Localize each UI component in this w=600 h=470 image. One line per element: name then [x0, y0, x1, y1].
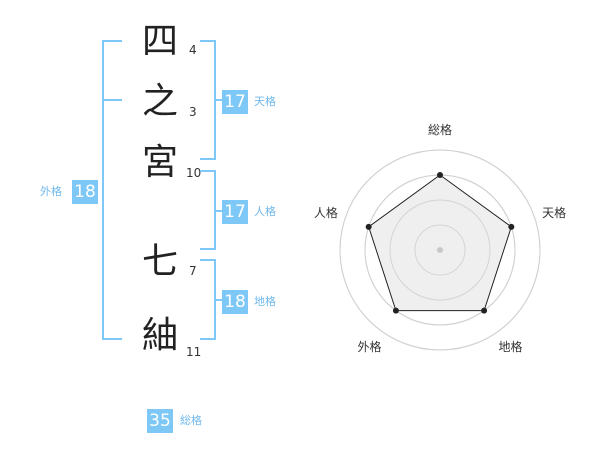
radar-area: [368, 174, 512, 312]
tenkaku-bracket-tick: [214, 99, 222, 101]
tenkaku-value: 17: [222, 90, 248, 114]
kanji-5: 紬: [141, 315, 178, 356]
radar-grid-ring-overlay: [339, 149, 541, 351]
radar-point-3: [481, 307, 488, 314]
jinkaku-label: 人格: [254, 205, 276, 218]
gaikaku-label: 外格: [40, 185, 62, 198]
radar-point-5: [365, 223, 372, 230]
jinkaku-value: 17: [222, 200, 248, 224]
gaikaku-value: 18: [72, 180, 98, 204]
radar-point-4: [392, 307, 399, 314]
stroke-count-2: 3: [189, 105, 197, 119]
stroke-count-4: 7: [189, 264, 197, 278]
radar-axis-label-1: 総格: [428, 122, 452, 137]
soukaku-label: 総格: [180, 414, 202, 427]
kanji-1: 四: [141, 21, 178, 62]
radar-grid-ring-overlay: [414, 224, 466, 276]
radar-point-2: [508, 223, 515, 230]
radar-axis-label-4: 外格: [357, 339, 381, 354]
chikaku-value: 18: [222, 290, 248, 314]
radar-axis-label-2: 天格: [542, 205, 566, 220]
stroke-count-3: 10: [186, 166, 202, 180]
stroke-count-5: 11: [186, 345, 202, 359]
radar-grid-ring-overlay: [389, 199, 491, 301]
radar-center-dot: [437, 247, 443, 253]
stroke-count-1: 4: [189, 43, 197, 57]
tenkaku-label: 天格: [254, 95, 276, 108]
radar-point-1: [437, 172, 443, 178]
gaikaku-bracket-tick: [102, 99, 122, 101]
soukaku-value: 35: [147, 409, 173, 433]
radar-axis-label-5: 人格: [314, 205, 338, 220]
kanji-4: 七: [141, 241, 178, 282]
kanji-3: 宮: [141, 142, 178, 183]
radar-axis-label-3: 地格: [499, 339, 523, 354]
gaikaku-bracket: [102, 40, 122, 340]
jinkaku-bracket-tick: [214, 210, 222, 212]
chikaku-label: 地格: [254, 295, 276, 308]
chikaku-bracket-tick: [214, 299, 222, 301]
kanji-2: 之: [141, 81, 178, 122]
